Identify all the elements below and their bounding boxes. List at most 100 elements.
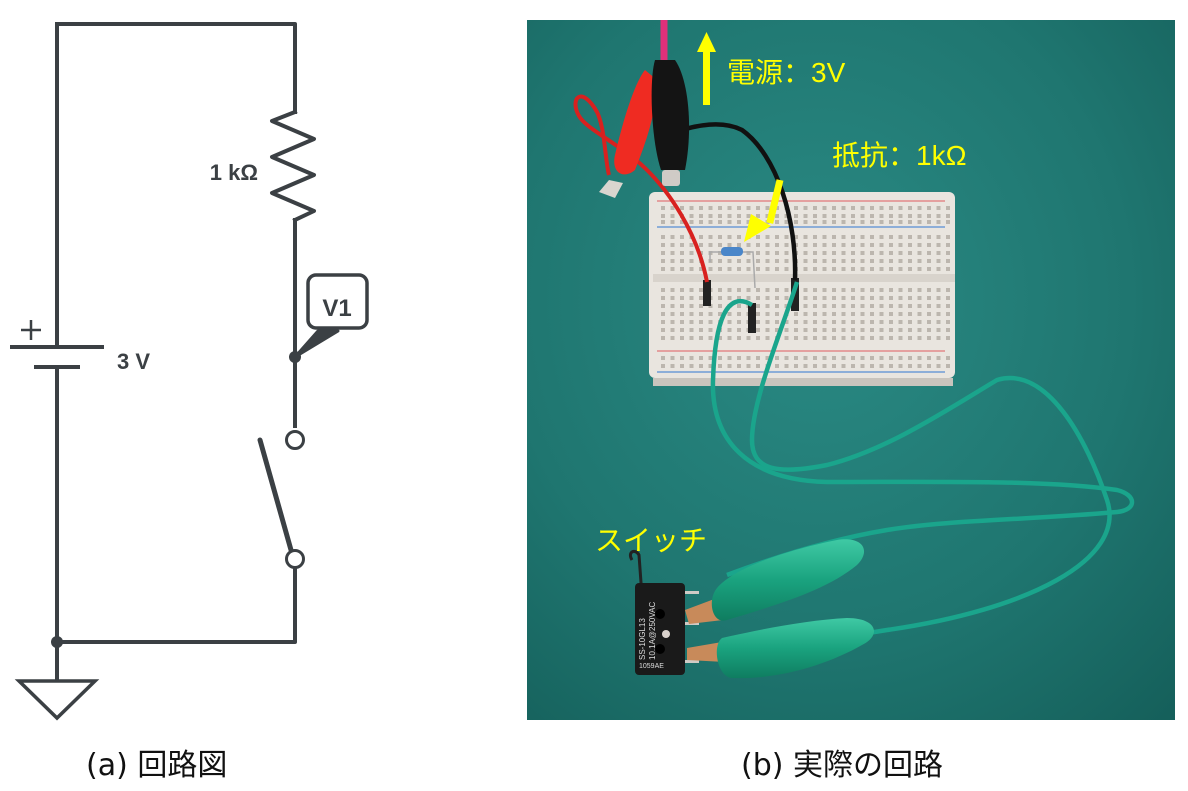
breadboard-hole xyxy=(851,267,855,271)
breadboard-hole xyxy=(775,251,779,255)
breadboard-hole xyxy=(898,320,903,324)
breadboard-hole xyxy=(879,296,884,300)
breadboard-hole xyxy=(670,328,675,332)
breadboard-hole xyxy=(765,235,770,239)
breadboard-hole xyxy=(756,328,760,332)
breadboard-hole xyxy=(794,220,798,224)
wire-green-2 xyxy=(731,281,1112,648)
ground-icon xyxy=(14,679,100,721)
breadboard-hole xyxy=(870,312,874,316)
breadboard-hole xyxy=(879,304,884,308)
breadboard-hole xyxy=(699,356,703,360)
breadboard-hole xyxy=(946,259,950,263)
breadboard-hole xyxy=(699,288,703,292)
breadboard-hole xyxy=(832,312,836,316)
photo-illustration: SS-10GL13 10.1A@250VAC 1059AE 電源：3V 抵抗：1… xyxy=(527,20,1175,720)
breadboard-hole xyxy=(670,243,675,247)
breadboard-hole xyxy=(946,304,950,308)
breadboard-hole xyxy=(784,320,789,324)
breadboard-hole xyxy=(775,220,779,224)
breadboard-hole xyxy=(841,288,846,292)
breadboard-hole xyxy=(917,328,922,332)
breadboard-hole xyxy=(727,312,732,316)
red-alligator-clip xyxy=(614,70,657,175)
breadboard-hole xyxy=(936,328,941,332)
breadboard-hole xyxy=(699,304,703,308)
jumper-pin-green-1 xyxy=(748,303,756,333)
breadboard-hole xyxy=(689,336,694,340)
green-alligator-clip-bottom xyxy=(687,618,874,679)
breadboard-hole xyxy=(832,336,836,340)
breadboard-hole xyxy=(879,235,884,239)
breadboard-hole xyxy=(822,320,827,324)
breadboard-hole xyxy=(860,296,865,300)
breadboard-hole xyxy=(813,336,817,340)
breadboard-hole xyxy=(927,251,931,255)
caption-photo: (b) 実際の回路 xyxy=(741,748,943,783)
breadboard-hole xyxy=(851,259,855,263)
breadboard-hole xyxy=(727,296,732,300)
breadboard-hole xyxy=(908,214,912,218)
breadboard-hole xyxy=(908,267,912,271)
breadboard-hole xyxy=(661,267,665,271)
breadboard-hole xyxy=(765,206,770,210)
breadboard-hole xyxy=(822,336,827,340)
breadboard-hole xyxy=(936,243,941,247)
breadboard-hole xyxy=(917,320,922,324)
breadboard-hole xyxy=(699,206,703,210)
breadboard-hole xyxy=(936,220,941,224)
breadboard-hole xyxy=(832,288,836,292)
breadboard-hole xyxy=(946,356,950,360)
breadboard-hole xyxy=(784,288,789,292)
breadboard-hole xyxy=(851,356,855,360)
breadboard-hole xyxy=(803,364,808,368)
probe-pointer xyxy=(293,329,340,359)
breadboard-hole xyxy=(917,206,922,210)
breadboard-hole xyxy=(917,296,922,300)
breadboard-hole xyxy=(746,243,751,247)
breadboard-hole xyxy=(775,267,779,271)
breadboard-hole xyxy=(708,267,713,271)
breadboard-hole xyxy=(851,220,855,224)
breadboard-hole xyxy=(803,312,808,316)
breadboard-hole xyxy=(889,364,893,368)
breadboard-hole xyxy=(803,304,808,308)
breadboard-hole xyxy=(661,328,665,332)
breadboard-hole xyxy=(756,320,760,324)
breadboard-hole xyxy=(737,304,741,308)
breadboard-hole xyxy=(718,304,722,308)
breadboard-hole xyxy=(718,259,722,263)
breadboard-hole xyxy=(756,259,760,263)
breadboard-hole xyxy=(661,206,665,210)
breadboard-hole xyxy=(670,356,675,360)
breadboard-hole xyxy=(879,214,884,218)
breadboard-hole xyxy=(917,214,922,218)
source-label: 3 V xyxy=(117,349,150,374)
breadboard-hole xyxy=(803,336,808,340)
breadboard-hole xyxy=(917,356,922,360)
ground-junction-dot xyxy=(51,636,63,648)
breadboard-hole xyxy=(851,312,855,316)
breadboard-hole xyxy=(718,251,722,255)
breadboard-hole xyxy=(794,320,798,324)
breadboard-hole xyxy=(841,296,846,300)
breadboard-hole xyxy=(917,259,922,263)
breadboard-hole xyxy=(699,296,703,300)
breadboard-hole xyxy=(889,251,893,255)
breadboard-hole xyxy=(756,336,760,340)
breadboard-hole xyxy=(765,214,770,218)
breadboard-hole xyxy=(832,259,836,263)
breadboard-hole xyxy=(699,364,703,368)
breadboard-hole xyxy=(936,296,941,300)
breadboard-hole xyxy=(898,214,903,218)
breadboard-hole xyxy=(860,220,865,224)
breadboard-hole xyxy=(803,356,808,360)
breadboard-hole xyxy=(680,251,684,255)
breadboard-hole xyxy=(756,296,760,300)
switch-terminal-top xyxy=(285,430,305,450)
breadboard-hole xyxy=(765,356,770,360)
breadboard-hole xyxy=(699,328,703,332)
breadboard-hole xyxy=(670,312,675,316)
breadboard-hole xyxy=(746,296,751,300)
breadboard-hole xyxy=(822,243,827,247)
